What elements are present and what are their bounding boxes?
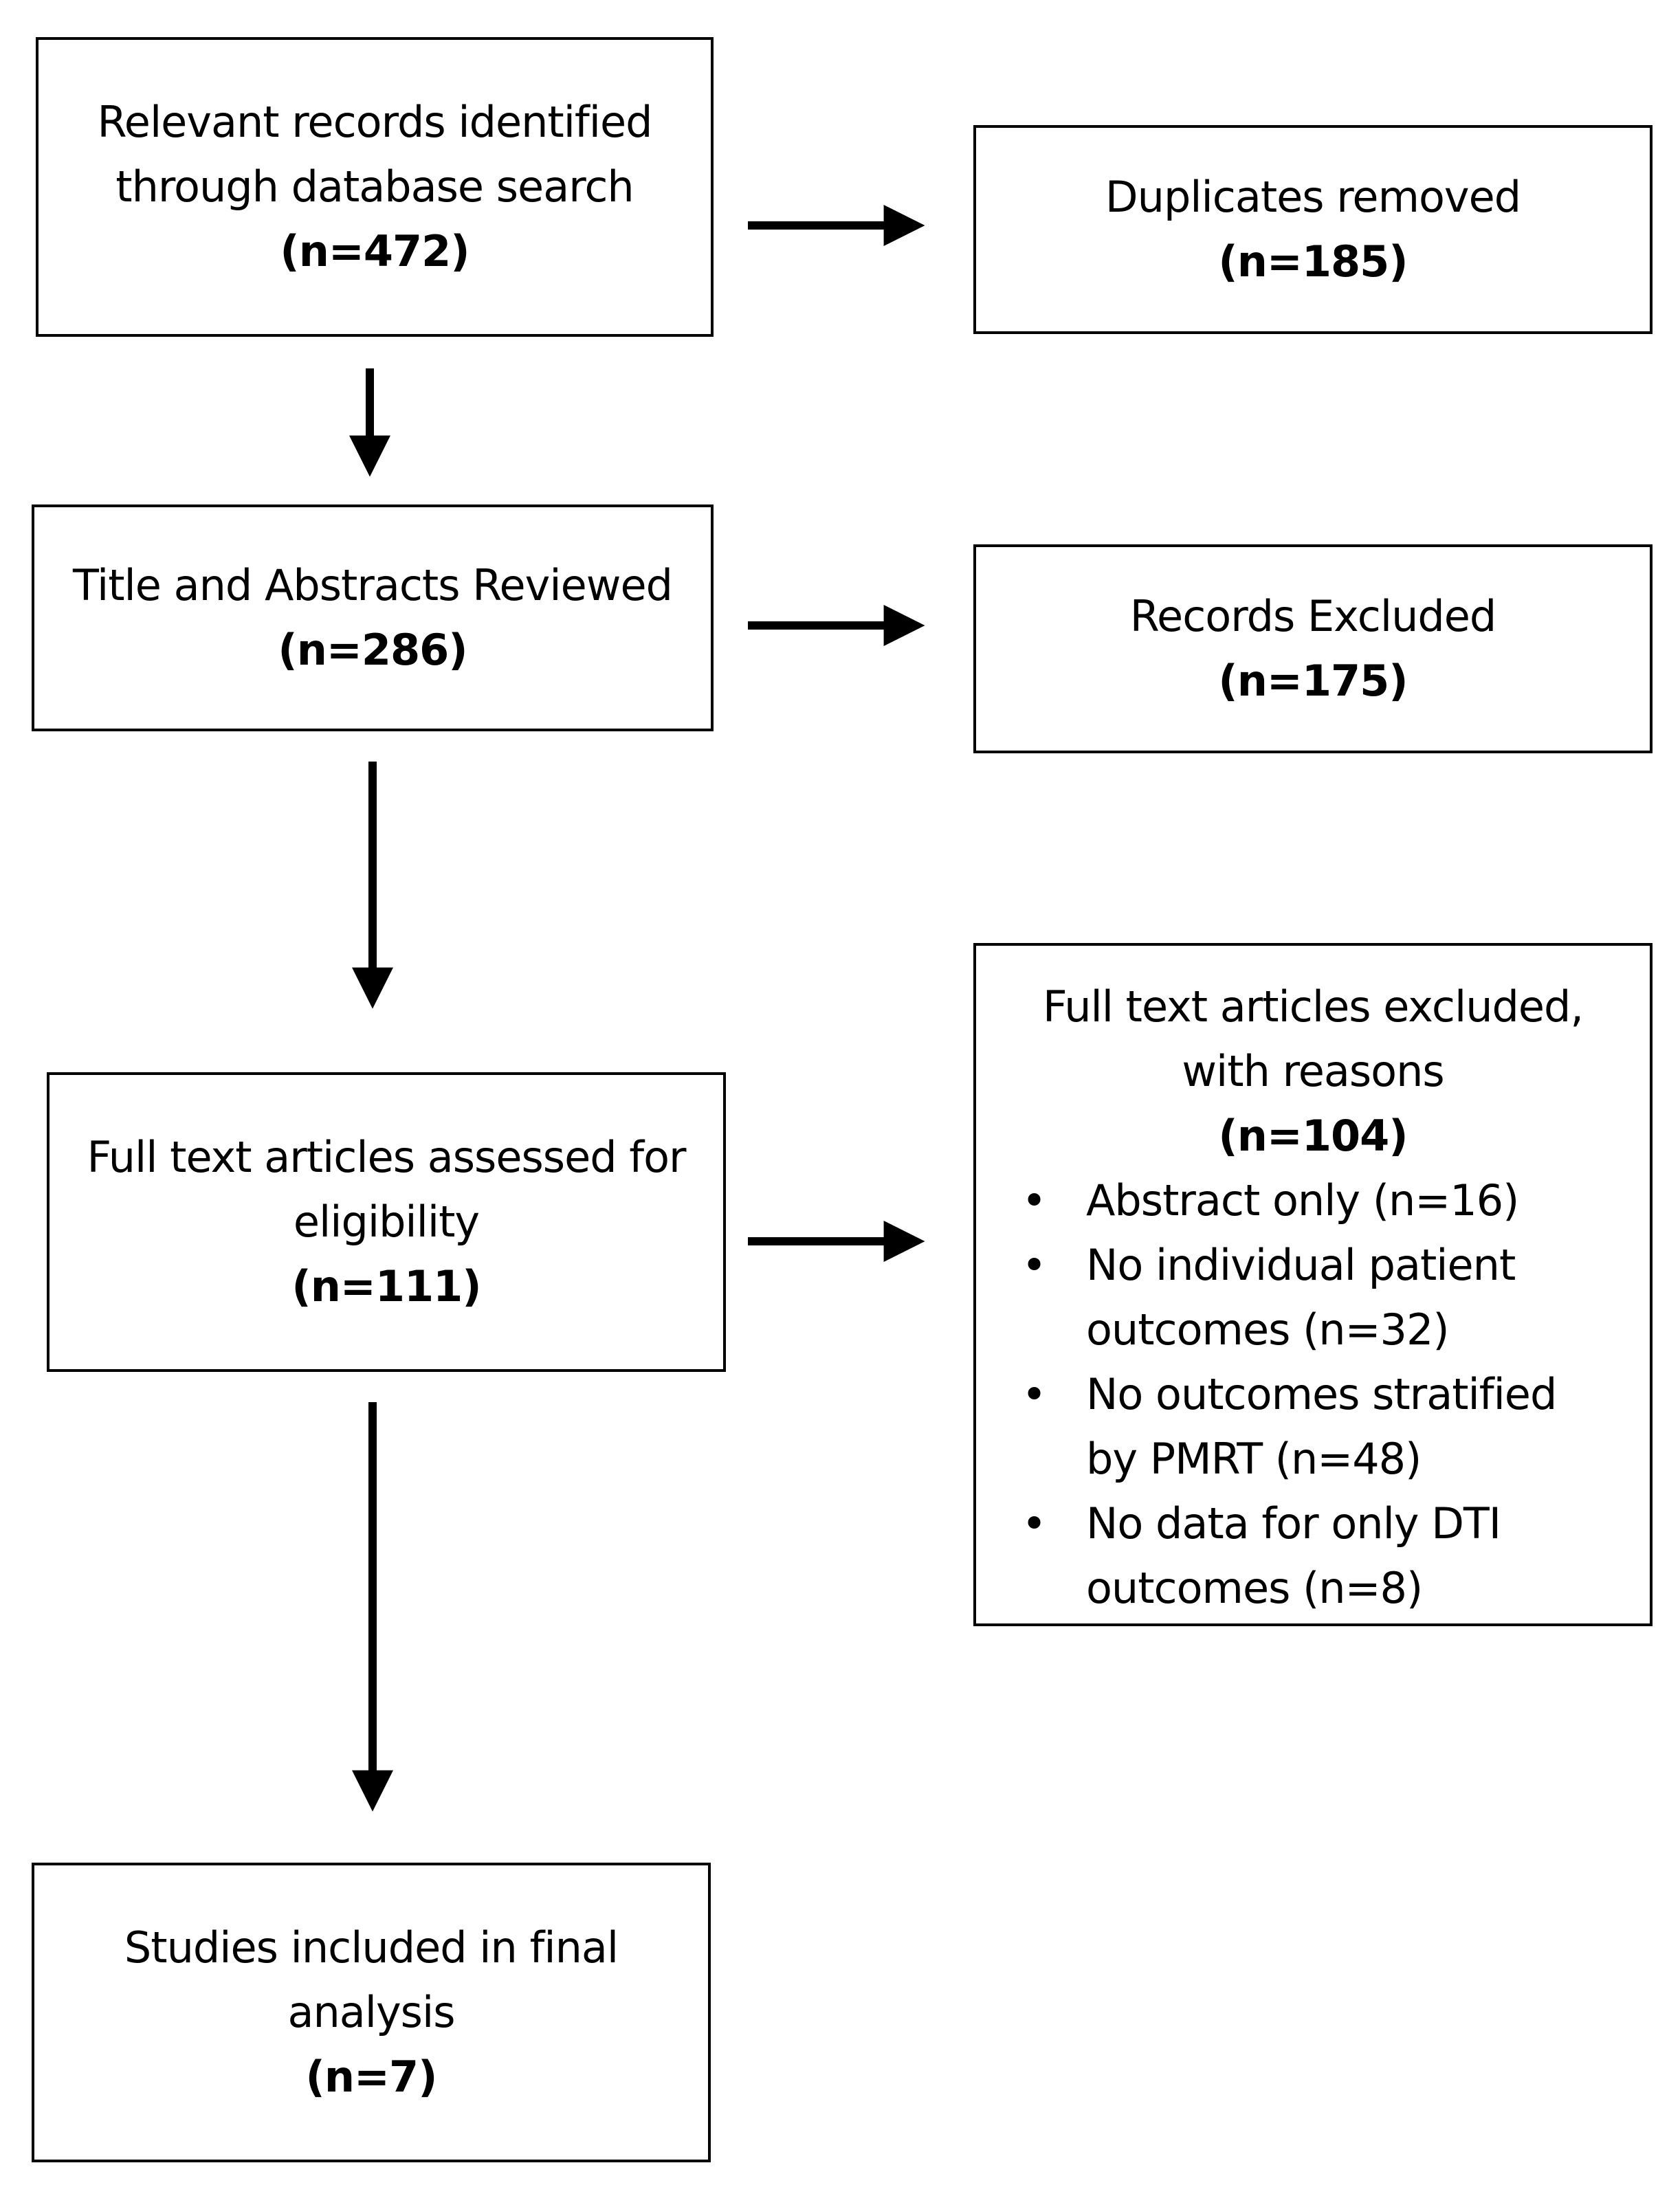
box-text-line: eligibility [293, 1197, 480, 1247]
exclusion-reason-list: • Abstract only (n=16) • No individual p… [976, 1168, 1650, 1621]
reason-text-line: outcomes (n=8) [1086, 1563, 1423, 1613]
exclusion-reason-item: • No individual patient outcomes (n=32) [976, 1233, 1650, 1362]
box-text-line: through database search [115, 162, 634, 212]
record-count: (n=472) [280, 226, 469, 276]
reason-text-line: No data for only DTI [1086, 1498, 1501, 1549]
box-text-line: Full text articles assessed for [87, 1132, 686, 1182]
box-text-line: Title and Abstracts Reviewed [73, 560, 673, 610]
box-text-line: Relevant records identified [97, 97, 653, 147]
box-text-line: with reasons [1182, 1046, 1444, 1096]
bullet-icon: • [1021, 1369, 1047, 1419]
identified-records-box: Relevant records identified through data… [36, 37, 714, 337]
reason-text-line: outcomes (n=32) [1086, 1305, 1450, 1355]
record-count: (n=175) [1218, 656, 1408, 706]
full-text-excluded-box: Full text articles excluded, with reason… [973, 943, 1653, 1626]
record-count: (n=104) [1218, 1111, 1408, 1161]
full-text-assessed-box: Full text articles assessed for eligibil… [47, 1072, 726, 1372]
title-abstract-review-box: Title and Abstracts Reviewed (n=286) [32, 504, 714, 731]
exclusion-reason-item: • No outcomes stratified by PMRT (n=48) [976, 1362, 1650, 1491]
box-text-line: Full text articles excluded, [1042, 981, 1584, 1032]
duplicates-removed-box: Duplicates removed (n=185) [973, 125, 1653, 334]
record-count: (n=111) [291, 1261, 481, 1311]
reason-text-line: No outcomes stratified [1086, 1369, 1557, 1419]
box-text-line: Studies included in final [124, 1922, 619, 1973]
record-count: (n=185) [1218, 236, 1408, 287]
reason-text-line: Abstract only (n=16) [1086, 1175, 1519, 1225]
records-excluded-box: Records Excluded (n=175) [973, 544, 1653, 753]
reason-text-line: by PMRT (n=48) [1086, 1434, 1422, 1484]
bullet-icon: • [1021, 1240, 1047, 1290]
exclusion-reason-item: • No data for only DTI outcomes (n=8) [976, 1491, 1650, 1621]
bullet-icon: • [1021, 1498, 1047, 1549]
box-text-line: analysis [287, 1987, 455, 2037]
studies-included-box: Studies included in final analysis (n=7) [32, 1863, 711, 2162]
box-text-line: Records Excluded [1129, 591, 1496, 641]
box-text-line: Duplicates removed [1105, 172, 1521, 222]
bullet-icon: • [1021, 1175, 1047, 1225]
record-count: (n=7) [305, 2052, 438, 2102]
exclusion-reason-item: • Abstract only (n=16) [976, 1168, 1650, 1233]
reason-text-line: No individual patient [1086, 1240, 1516, 1290]
record-count: (n=286) [278, 625, 467, 675]
